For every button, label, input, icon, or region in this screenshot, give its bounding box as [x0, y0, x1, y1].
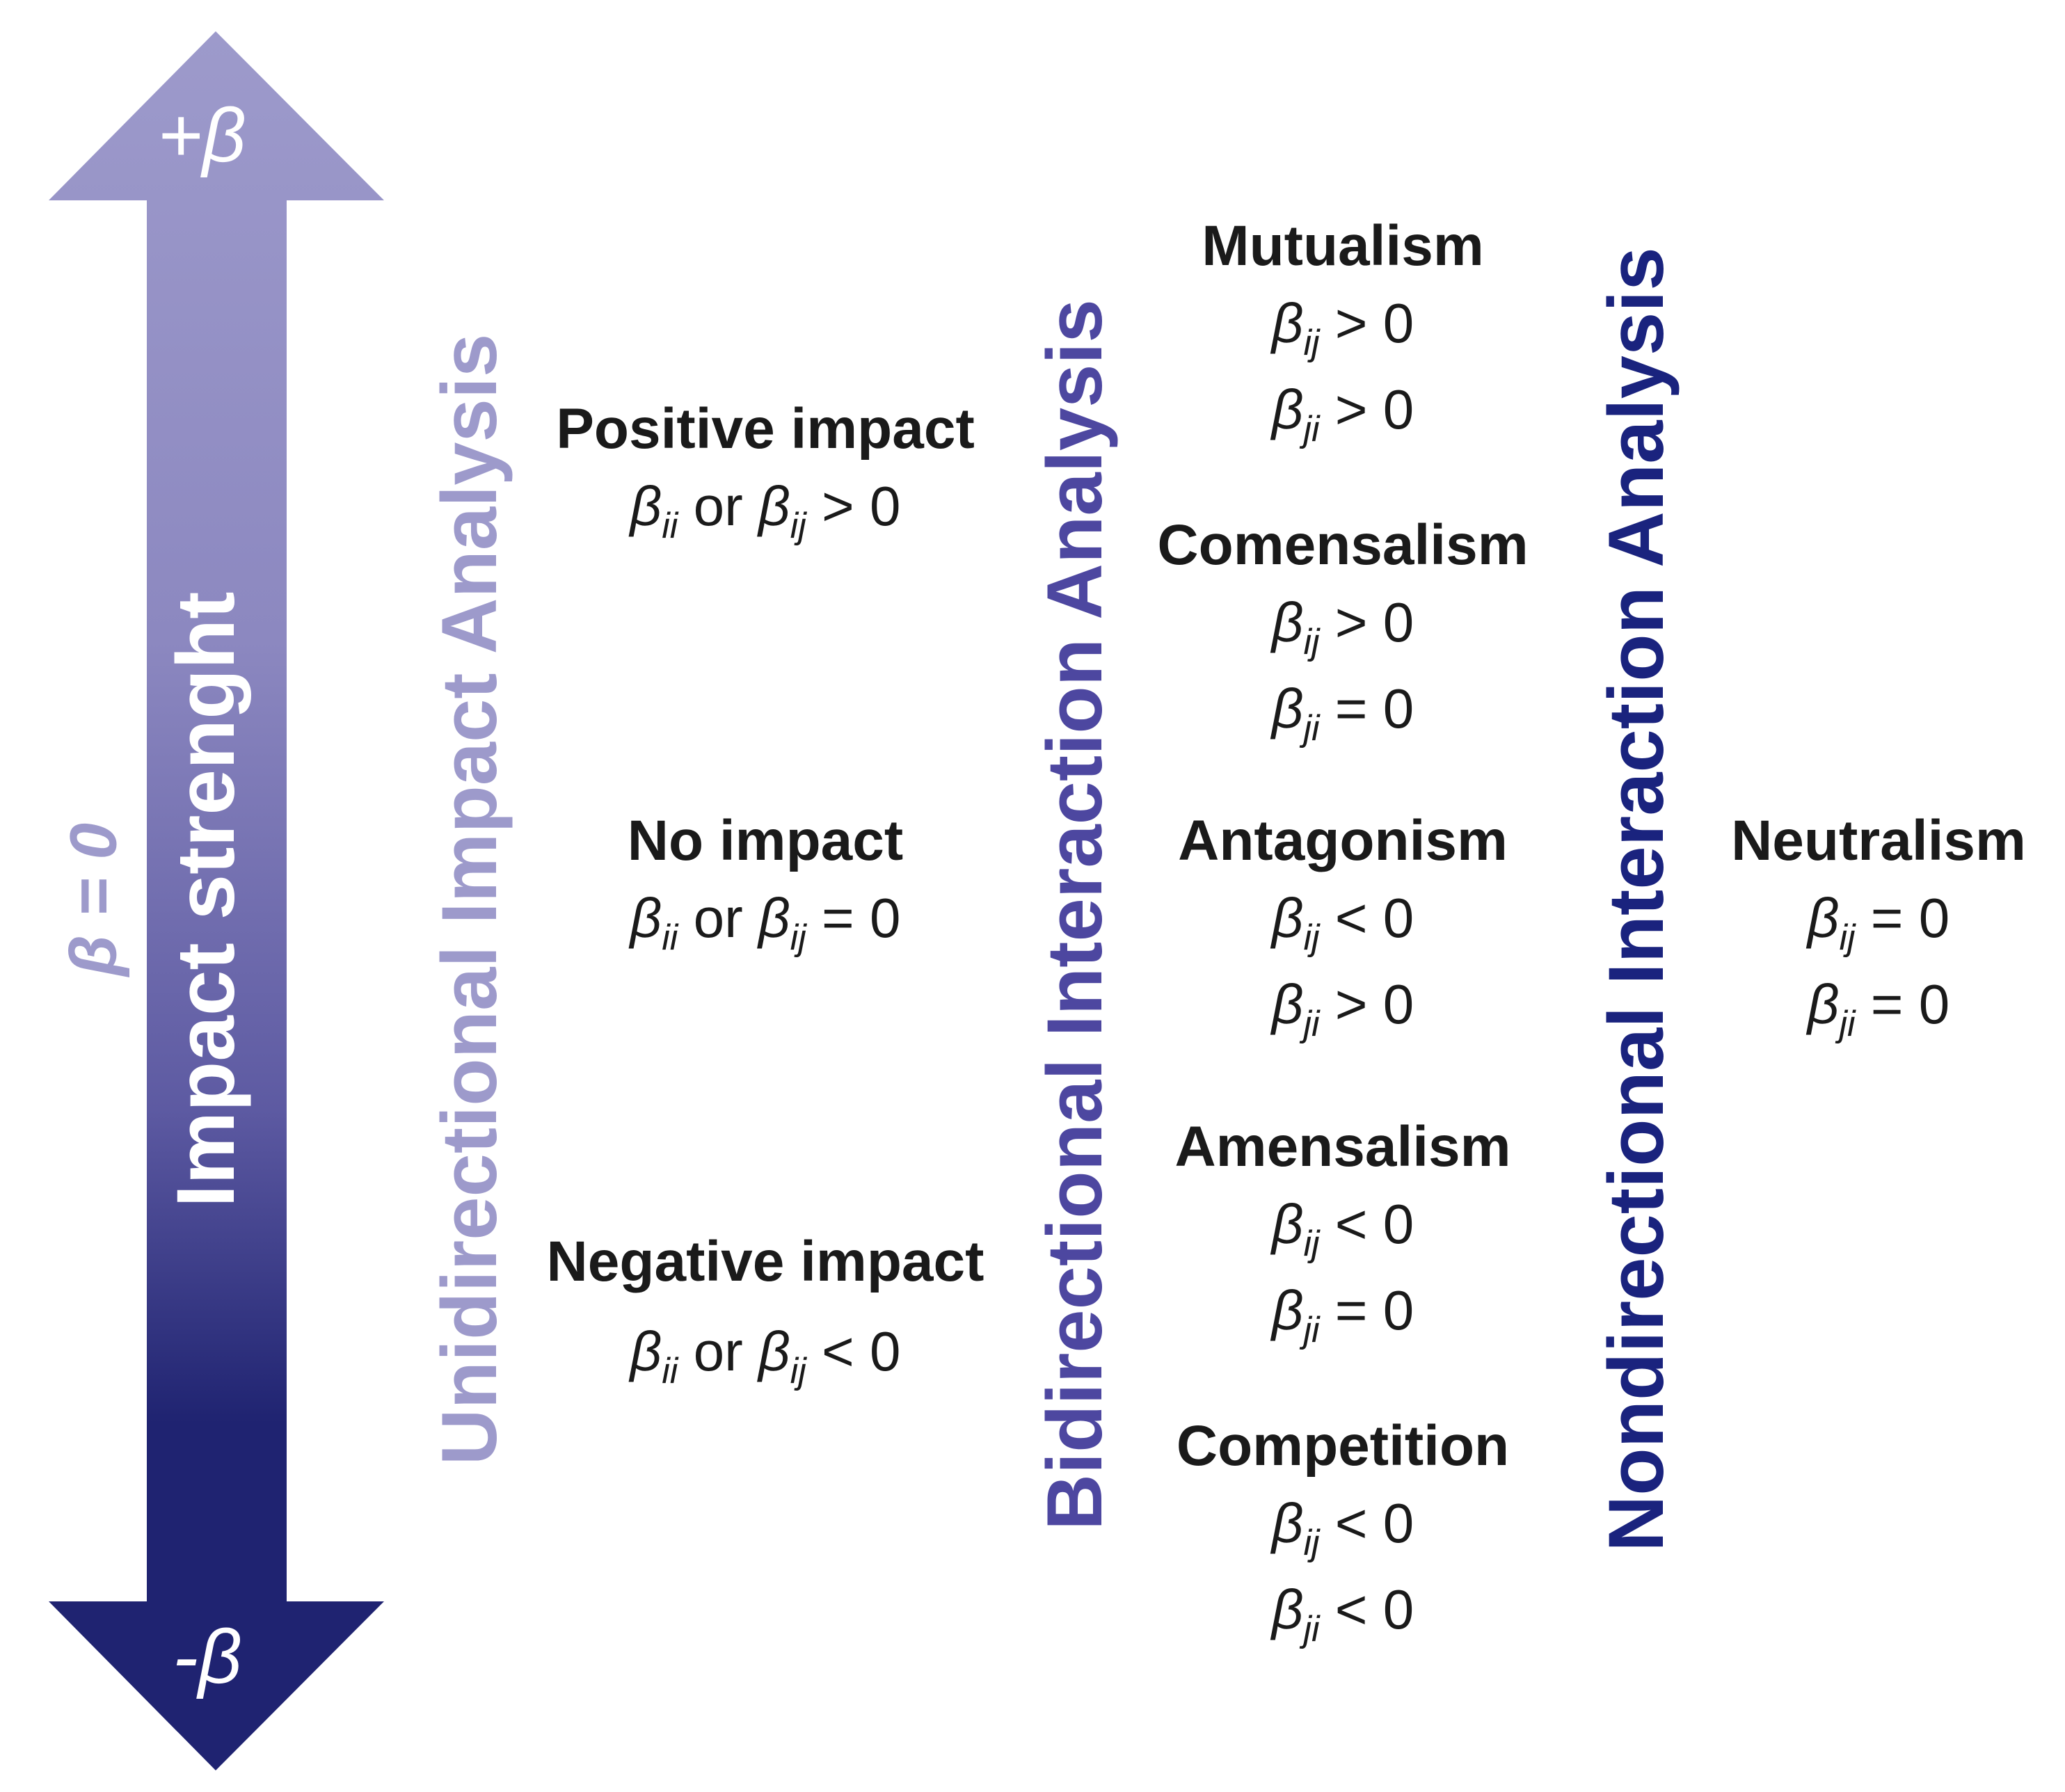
uni-title: Negative impact: [546, 1230, 984, 1293]
uni-title: No impact: [627, 809, 904, 872]
bidirectional-heading: Bidirectional Interaction Analysis: [1031, 299, 1118, 1530]
bi-block-amensalism: Amensalism βij < 0 βji = 0: [1174, 1113, 1510, 1354]
bi-title: Comensalism: [1157, 513, 1529, 577]
non-relation-1: βij = 0: [1807, 887, 1950, 959]
bi-relation-2: βji = 0: [1271, 678, 1414, 749]
bi-relation-1: βij > 0: [1271, 292, 1414, 364]
impact-strength-label: Impact strenght: [160, 591, 252, 1208]
bi-title: Amensalism: [1174, 1115, 1511, 1178]
uni-block-none: No impact βii or βij = 0: [628, 807, 903, 961]
uni-relation: βii or βij < 0: [630, 1320, 901, 1392]
unidirectional-heading: Unidirectional Impact Analysis: [426, 333, 513, 1466]
bi-relation-2: βji < 0: [1271, 1578, 1414, 1650]
bi-relation-1: βij < 0: [1271, 887, 1414, 959]
uni-title: Positive impact: [556, 397, 975, 461]
bi-title: Competition: [1176, 1414, 1510, 1478]
bi-relation-1: βij > 0: [1271, 591, 1414, 663]
bi-title: Mutualism: [1202, 214, 1484, 278]
bi-block-antagonism: Antagonism βij < 0 βji > 0: [1178, 807, 1508, 1048]
arrow-bottom-label: -β: [173, 1614, 242, 1699]
bi-relation-2: βji > 0: [1271, 378, 1414, 450]
nondirectional-heading: Nondirectional Interaction Analysis: [1593, 247, 1680, 1552]
bi-relation-2: βji > 0: [1271, 973, 1414, 1045]
bi-relation-2: βji = 0: [1271, 1279, 1414, 1351]
non-block-neutralism: Neutralism βij = 0 βji = 0: [1731, 807, 2026, 1048]
arrow-top-label: +β: [157, 93, 246, 178]
non-title: Neutralism: [1731, 809, 2026, 872]
bi-relation-1: βij < 0: [1271, 1492, 1414, 1564]
uni-block-negative: Negative impact βii or βij < 0: [547, 1228, 984, 1395]
double-arrow-shape: [49, 31, 384, 1770]
bi-title: Antagonism: [1178, 809, 1508, 872]
beta-zero-label: β = 0: [56, 822, 131, 977]
uni-relation: βii or βij = 0: [630, 887, 901, 959]
bi-block-comensalism: Comensalism βij > 0 βji = 0: [1157, 511, 1528, 752]
uni-relation: βii or βij > 0: [630, 475, 901, 547]
bi-block-mutualism: Mutualism βij > 0 βji > 0: [1202, 212, 1483, 453]
non-relation-2: βji = 0: [1807, 973, 1950, 1045]
bi-block-competition: Competition βij < 0 βji < 0: [1177, 1412, 1509, 1653]
bi-relation-1: βij < 0: [1271, 1193, 1414, 1265]
uni-block-positive: Positive impact βii or βij > 0: [556, 395, 975, 550]
